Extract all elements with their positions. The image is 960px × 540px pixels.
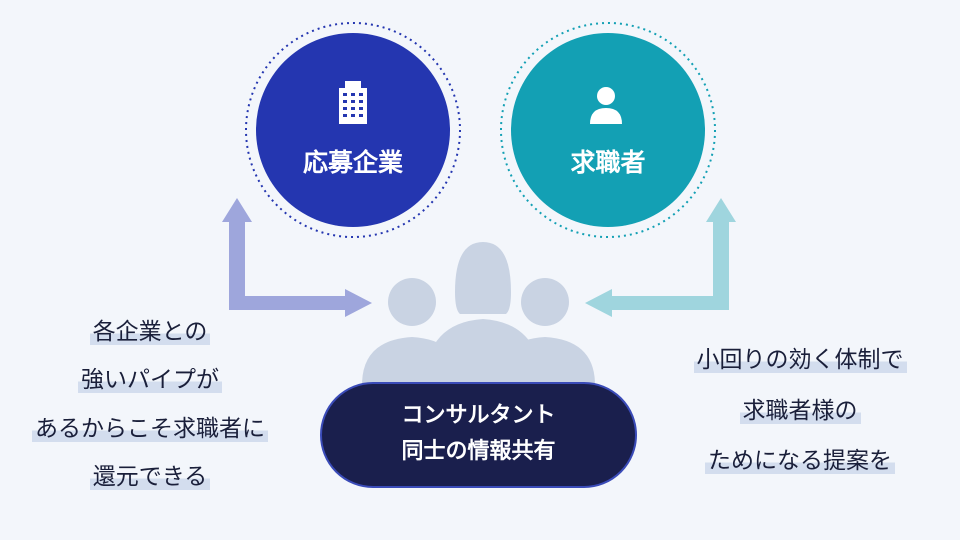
company-label: 応募企業 bbox=[302, 148, 403, 177]
jobseeker-circle bbox=[511, 33, 705, 227]
left-arrow bbox=[222, 198, 372, 317]
pill-line-1: コンサルタント bbox=[401, 403, 556, 428]
company-dotted-ring bbox=[245, 22, 461, 238]
person-icon bbox=[590, 87, 622, 124]
right-text-line-3: ためになる提案を bbox=[650, 441, 950, 475]
consultant-silhouettes bbox=[362, 242, 595, 385]
left-text-line-4: 還元できる bbox=[0, 457, 300, 491]
right-arrow bbox=[585, 198, 736, 317]
jobseeker-dotted-ring bbox=[500, 22, 716, 238]
jobseeker-label: 求職者 bbox=[570, 148, 646, 177]
left-text-line-1: 各企業との bbox=[0, 312, 300, 346]
right-text-line-1: 小回りの効く体制で bbox=[650, 340, 950, 374]
company-circle bbox=[256, 33, 450, 227]
pill-line-2: 同士の情報共有 bbox=[401, 439, 556, 464]
left-text-line-3: あるからこそ求職者に bbox=[0, 409, 300, 443]
right-text-line-2: 求職者様の bbox=[650, 391, 950, 425]
consultant-sharing-pill: コンサルタント 同士の情報共有 bbox=[320, 382, 637, 488]
left-text-line-2: 強いパイプが bbox=[0, 360, 300, 394]
building-icon bbox=[339, 81, 367, 124]
